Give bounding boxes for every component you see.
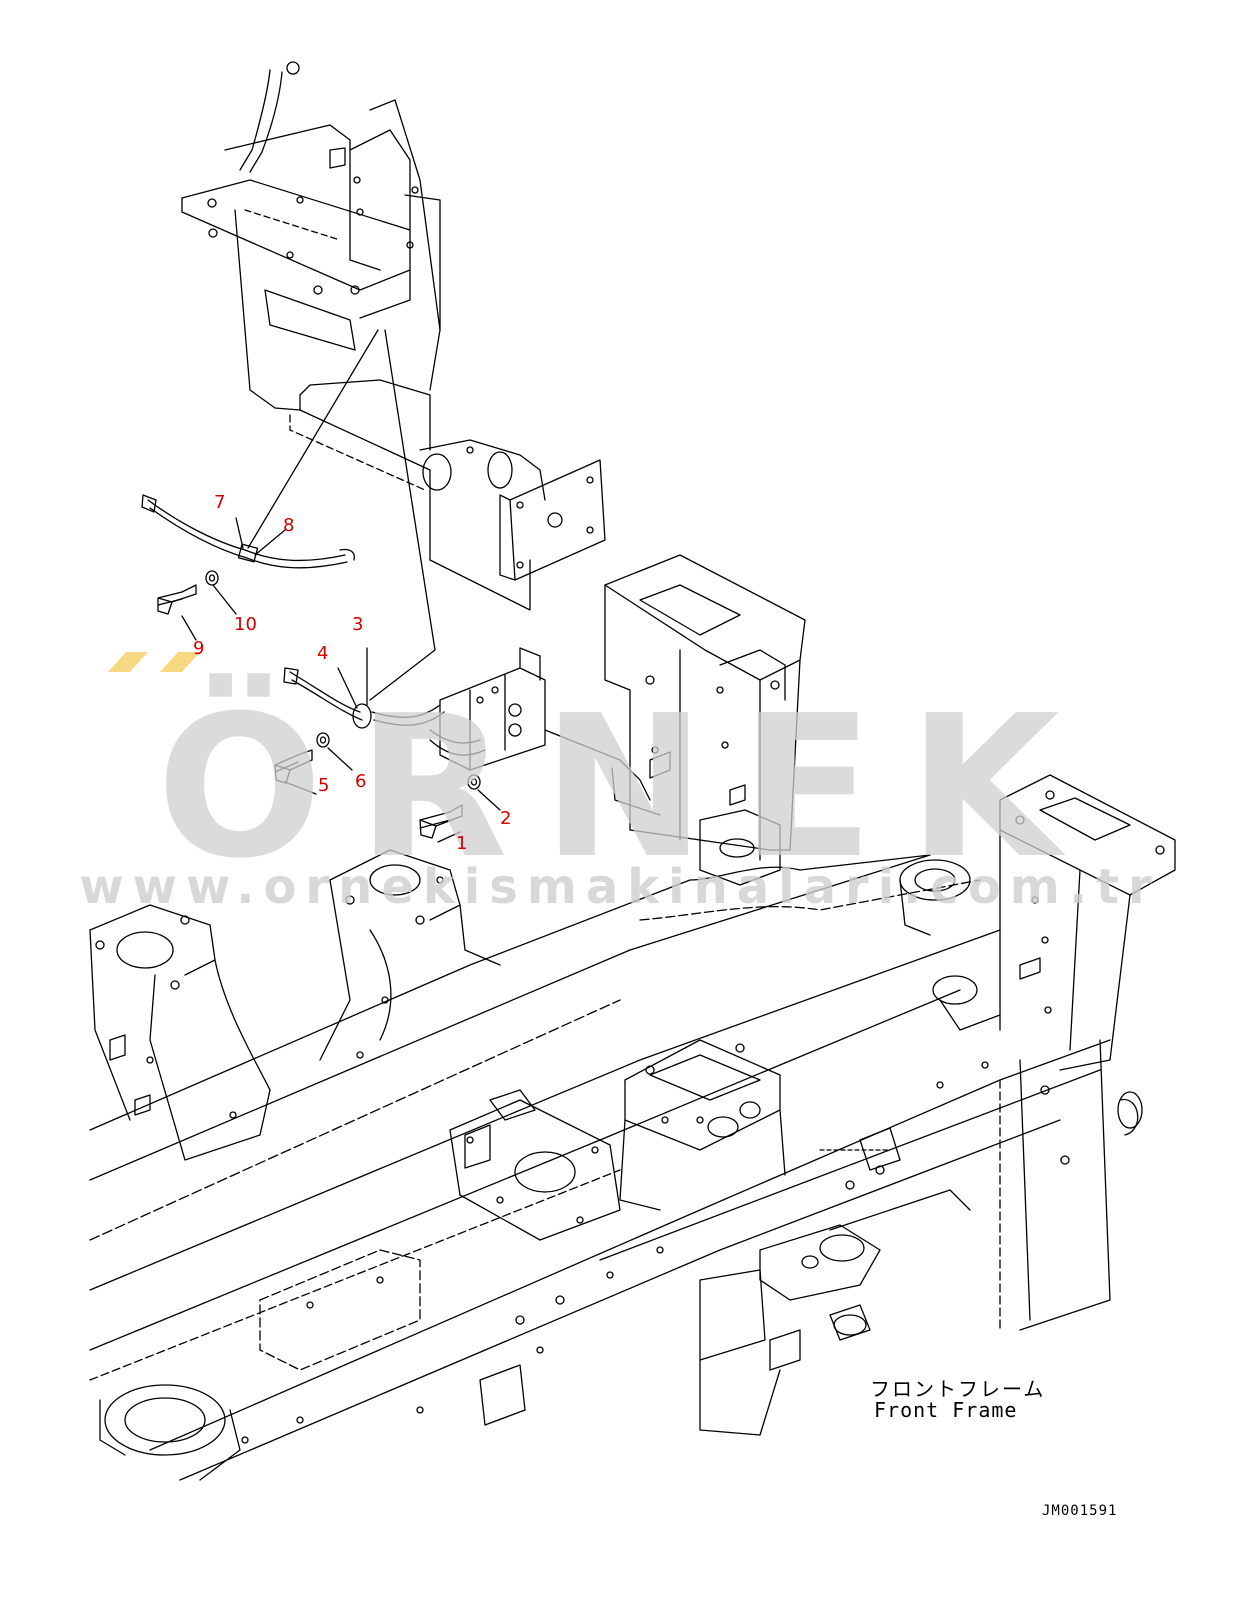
callout-4[interactable]: 4 bbox=[317, 643, 329, 664]
callout-5[interactable]: 5 bbox=[318, 775, 330, 796]
caption-english: Front Frame bbox=[874, 1398, 1018, 1422]
callout-6[interactable]: 6 bbox=[355, 771, 367, 792]
callout-7[interactable]: 7 bbox=[214, 492, 226, 513]
callout-3[interactable]: 3 bbox=[352, 614, 364, 635]
leader-lines bbox=[181, 329, 501, 843]
main-frame bbox=[89, 849, 1111, 1481]
callout-2[interactable]: 2 bbox=[500, 808, 512, 829]
watermark-accent bbox=[108, 652, 200, 672]
front-pedestal bbox=[604, 554, 806, 886]
hose-assembly-upper bbox=[141, 494, 356, 615]
upper-bracket bbox=[181, 61, 606, 611]
callout-10[interactable]: 10 bbox=[234, 614, 257, 635]
callout-8[interactable]: 8 bbox=[283, 515, 295, 536]
callout-9[interactable]: 9 bbox=[193, 638, 205, 659]
watermark-brand: ÖRNEK bbox=[156, 674, 1094, 902]
callout-1[interactable]: 1 bbox=[456, 833, 468, 854]
watermark-url: www.ornekismakinalari.com.tr bbox=[79, 859, 1161, 915]
drawing-id: JM001591 bbox=[1042, 1503, 1118, 1519]
rear-tower bbox=[999, 774, 1176, 1136]
caption-japanese: フロントフレーム bbox=[870, 1377, 1046, 1401]
valve-assembly bbox=[274, 647, 661, 839]
